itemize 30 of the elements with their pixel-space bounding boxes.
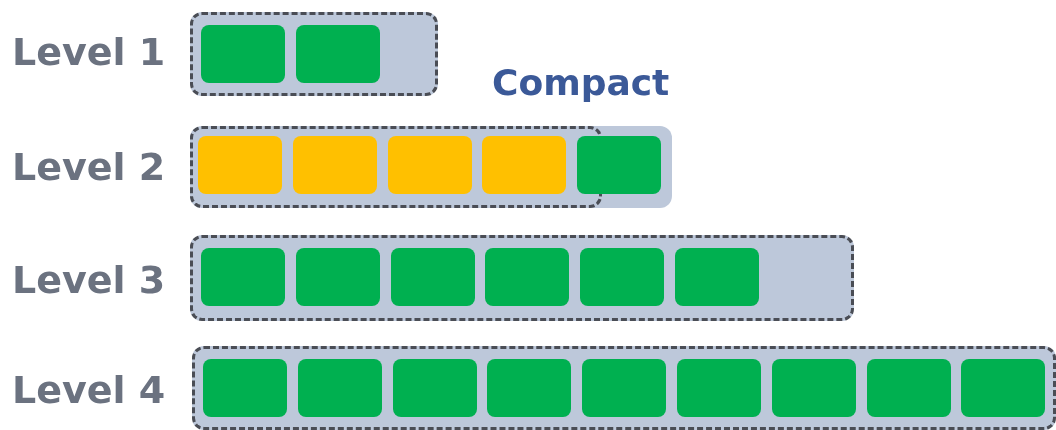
level-label: Level 2 — [12, 145, 166, 189]
data-block — [203, 359, 287, 417]
data-block — [487, 359, 572, 417]
level-band — [190, 235, 854, 321]
data-block — [295, 248, 380, 306]
data-block — [297, 359, 382, 417]
level-band — [192, 346, 1056, 430]
data-block — [292, 136, 377, 194]
data-block — [677, 359, 761, 417]
data-block — [482, 136, 567, 194]
data-block — [485, 248, 570, 306]
data-block — [392, 359, 477, 417]
data-block — [961, 359, 1046, 417]
data-block — [390, 248, 475, 306]
action-label: Compact — [492, 62, 670, 103]
level-label: Level 4 — [12, 368, 166, 412]
data-block — [295, 25, 380, 83]
data-block — [387, 136, 472, 194]
level-label: Level 1 — [12, 30, 166, 74]
data-block — [201, 25, 285, 83]
data-block — [675, 248, 759, 306]
level-label: Level 3 — [12, 258, 166, 302]
data-block — [582, 359, 667, 417]
data-block — [198, 136, 282, 194]
data-block — [771, 359, 856, 417]
data-block — [577, 136, 662, 194]
data-block — [580, 248, 665, 306]
data-block — [201, 248, 285, 306]
data-block — [866, 359, 951, 417]
level-band — [190, 12, 438, 96]
